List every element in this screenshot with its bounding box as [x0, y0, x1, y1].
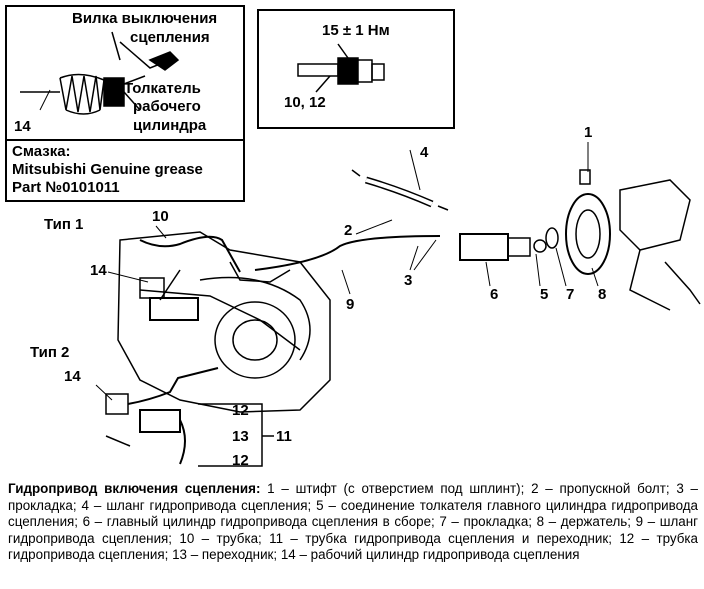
- holder-8: [565, 193, 611, 275]
- callout-9: 9: [346, 296, 355, 313]
- master-cylinder-6: [459, 233, 547, 261]
- callout-10: 10: [152, 208, 169, 225]
- type1-label: Тип 1: [44, 216, 84, 233]
- grease-note: Смазка: Mitsubishi Genuine grease Part №…: [12, 143, 203, 197]
- inset-right-frame: [257, 9, 455, 129]
- callout-6: 6: [490, 286, 499, 303]
- callout-2: 2: [344, 222, 353, 239]
- callout-14-type1: 14: [90, 262, 107, 279]
- callout-12-top: 12: [232, 402, 249, 419]
- grease-line-1: Смазка:: [12, 143, 71, 160]
- torque-label: 15 ± 1 Нм: [322, 22, 390, 39]
- callout-1: 1: [584, 124, 593, 141]
- clutch-hydraulic-diagram: [5, 5, 701, 467]
- label-pushrod-l3: цилиндра: [133, 117, 207, 134]
- gasket-7: [545, 227, 559, 249]
- pushrod-boot-drawing: [20, 31, 180, 115]
- fitting-drawing: [297, 43, 385, 93]
- type2-label: Тип 2: [30, 344, 70, 361]
- callout-3: 3: [404, 272, 413, 289]
- label-pushrod-l1: Толкатель: [124, 80, 201, 97]
- caption-text: 1 – штифт (с отверстием под шплинт); 2 –…: [8, 481, 698, 563]
- label-fork-l1: Вилка выключения: [72, 10, 218, 27]
- callout-13: 13: [232, 428, 249, 445]
- bracket-11: [198, 403, 263, 467]
- pipe-10: [139, 235, 241, 273]
- figure-caption: Гидропривод включения сцепления: 1 – шти…: [8, 481, 698, 564]
- pedal-bracket: [579, 169, 701, 311]
- callout-11: 11: [276, 428, 292, 445]
- callout-4: 4: [420, 144, 429, 161]
- inset-part-14: 14: [14, 118, 31, 135]
- label-fork-l2: сцепления: [130, 29, 210, 46]
- label-pushrod-l2: рабочего: [133, 98, 201, 115]
- callout-14-type2: 14: [64, 368, 81, 385]
- callout-8: 8: [598, 286, 607, 303]
- inset-left-frame: [5, 5, 245, 202]
- callout-5: 5: [540, 286, 549, 303]
- grease-line-3: Part №0101011: [12, 179, 120, 196]
- caption-title: Гидропривод включения сцепления:: [8, 481, 261, 496]
- transmission-drawing: [117, 231, 331, 413]
- hose-9: [254, 235, 441, 271]
- grease-line-2: Mitsubishi Genuine grease: [12, 161, 203, 178]
- callout-12-bottom: 12: [232, 452, 249, 469]
- type2-assembly: [105, 367, 219, 465]
- callout-7: 7: [566, 286, 575, 303]
- inset-part-10-12: 10, 12: [284, 94, 326, 111]
